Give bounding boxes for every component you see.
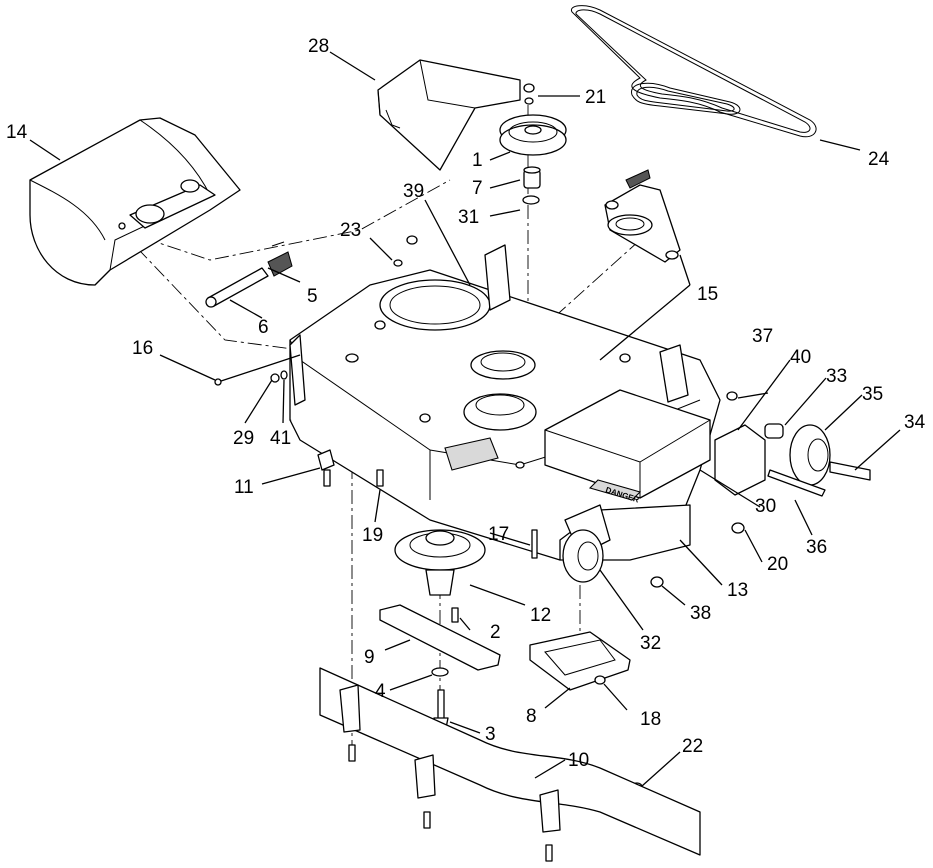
callout-17: 17 — [488, 524, 509, 545]
pulley-stack — [499, 83, 567, 205]
callout-28: 28 — [308, 36, 329, 57]
callout-33: 33 — [826, 366, 847, 387]
callout-35: 35 — [862, 384, 883, 405]
idler-assembly — [604, 169, 681, 263]
caster-wheel — [562, 504, 611, 583]
callout-2: 2 — [490, 622, 501, 643]
callout-15: 15 — [697, 284, 718, 305]
callout-3: 3 — [485, 724, 496, 745]
callout-31: 31 — [458, 207, 479, 228]
blade-spindle — [394, 529, 486, 623]
belt-cover — [377, 59, 521, 171]
callout-34: 34 — [904, 412, 926, 433]
callout-8: 8 — [526, 706, 537, 727]
callout-7: 7 — [472, 178, 483, 199]
callout-24: 24 — [868, 149, 890, 170]
callout-39: 39 — [403, 181, 424, 202]
fastener-hardware — [214, 259, 664, 792]
callout-23: 23 — [340, 220, 361, 241]
callout-41: 41 — [270, 428, 291, 449]
leader-lines — [29, 51, 901, 787]
callout-29: 29 — [233, 428, 254, 449]
drive-belt — [570, 5, 817, 138]
front-baffle — [319, 667, 701, 862]
callout-30: 30 — [755, 496, 776, 517]
callout-4: 4 — [375, 681, 386, 702]
callout-21: 21 — [585, 87, 606, 108]
discharge-chute — [29, 117, 241, 286]
caster-mount-bracket — [529, 631, 631, 691]
callout-32: 32 — [640, 633, 661, 654]
mower-blade — [379, 604, 501, 729]
callout-6: 6 — [258, 317, 269, 338]
callout-9: 9 — [364, 647, 375, 668]
callout-19: 19 — [362, 525, 383, 546]
callout-13: 13 — [727, 580, 748, 601]
callout-20: 20 — [767, 554, 788, 575]
callout-12: 12 — [530, 605, 551, 626]
callout-40: 40 — [790, 347, 811, 368]
callout-14: 14 — [6, 122, 28, 143]
callout-5: 5 — [307, 286, 318, 307]
callout-37: 37 — [752, 326, 773, 347]
callout-labels: 28 14 21 1 7 31 39 23 24 5 6 15 16 29 41… — [6, 36, 926, 771]
callout-22: 22 — [682, 736, 703, 757]
callout-18: 18 — [640, 709, 661, 730]
rear-wheel-assembly — [714, 391, 871, 534]
callout-36: 36 — [806, 537, 827, 558]
callout-1: 1 — [472, 150, 483, 171]
callout-38: 38 — [690, 603, 711, 624]
mower-deck: DANGER — [289, 235, 721, 561]
callout-11: 11 — [234, 477, 254, 498]
callout-10: 10 — [568, 750, 589, 771]
callout-16: 16 — [132, 338, 153, 359]
